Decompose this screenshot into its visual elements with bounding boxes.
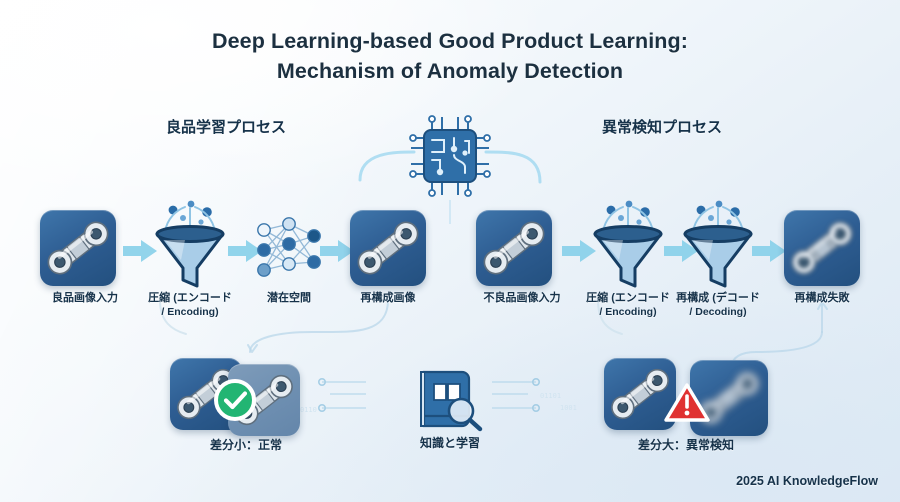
neural-network-icon-latent-space[interactable]: [252, 214, 326, 286]
caption-reconstruction-failure: 再構成失敗: [795, 291, 850, 305]
page-title-line1: Deep Learning-based Good Product Learnin…: [211, 29, 689, 53]
mechanical-part-icon: [350, 210, 426, 286]
knowledge-left-lines: [317, 377, 366, 412]
caption-text: 差分大：異常検知: [637, 438, 735, 452]
tile-reconstruction-failure[interactable]: [784, 210, 860, 286]
tile-anomaly-original[interactable]: [604, 358, 676, 430]
caption-text: 再構成画像: [360, 292, 416, 304]
tile-defect-image-input[interactable]: [476, 210, 552, 286]
svg-text:01101: 01101: [540, 392, 561, 400]
section-header-anomaly-detection: 異常検知プロセス: [602, 119, 723, 136]
caption-reconstructed-image: 再構成画像: [361, 291, 416, 305]
book-magnifier-icon[interactable]: [414, 364, 486, 432]
caption-text: 潜在空間: [267, 292, 311, 304]
svg-text:1001: 1001: [560, 404, 577, 412]
tile-reconstructed-image[interactable]: [350, 210, 426, 286]
caption-subtext: / Encoding): [161, 306, 219, 318]
mechanical-part-icon-blurred: [784, 210, 860, 286]
mechanical-part-icon: [476, 210, 552, 286]
caption-good-image-input: 良品画像入力: [52, 291, 118, 305]
caption-text: 知識と学習: [419, 436, 481, 450]
mechanical-part-icon: [40, 210, 116, 286]
funnel-icon-encoding-left[interactable]: [145, 198, 235, 290]
page-title-line2: Mechanism of Anomaly Detection: [276, 59, 624, 83]
connector-chip-to-right: [484, 150, 542, 184]
caption-defect-image-input: 不良品画像入力: [484, 291, 561, 305]
connector-recon-to-compare: [249, 299, 389, 353]
caption-latent-space: 潜在空間: [267, 291, 311, 305]
caption-subtext: / Decoding): [689, 306, 747, 318]
tile-good-image-input[interactable]: [40, 210, 116, 286]
caption-text: 不良品画像入力: [483, 292, 561, 304]
svg-text:0110: 0110: [300, 406, 317, 414]
caption-text: 再構成失敗: [794, 292, 850, 304]
caption-text: 圧縮 (エンコード: [586, 292, 670, 304]
caption-text: 差分小：正常: [209, 438, 283, 452]
caption-text: 圧縮 (エンコード: [148, 292, 232, 304]
caption-text: 良品画像入力: [52, 292, 118, 304]
funnel-icon-decoding-right[interactable]: [673, 198, 763, 290]
arrow-latent-to-recon-left: [320, 240, 354, 262]
page-title: Deep Learning-based Good Product Learnin…: [0, 26, 900, 86]
caption-normal-result: 差分小：正常: [210, 438, 282, 452]
arrow-decoding-to-failure: [752, 240, 786, 262]
caption-knowledge: 知識と学習: [420, 436, 480, 450]
ai-chip-icon[interactable]: [407, 113, 493, 199]
tile-anomaly-reconstructed[interactable]: [690, 360, 768, 436]
warning-triangle-icon: [664, 382, 710, 424]
knowledge-right-lines: [492, 377, 540, 412]
caption-decoding-right: 再構成 (デコード / Decoding): [676, 291, 760, 319]
funnel-icon-encoding-right[interactable]: [583, 198, 673, 290]
caption-encoding-left: 圧縮 (エンコード / Encoding): [148, 291, 232, 319]
section-header-good-product-learning: 良品学習プロセス: [166, 119, 287, 136]
caption-subtext: / Encoding): [599, 306, 657, 318]
connector-arrowhead-compare: [247, 344, 258, 353]
connector-left-to-chip: [358, 150, 416, 182]
caption-encoding-right: 圧縮 (エンコード / Encoding): [586, 291, 670, 319]
check-circle-icon: [213, 378, 257, 422]
caption-text: 再構成 (デコード: [676, 292, 760, 304]
footer-credit: 2025 AI KnowledgeFlow: [736, 474, 878, 488]
caption-anomaly-result: 差分大：異常検知: [638, 438, 734, 452]
